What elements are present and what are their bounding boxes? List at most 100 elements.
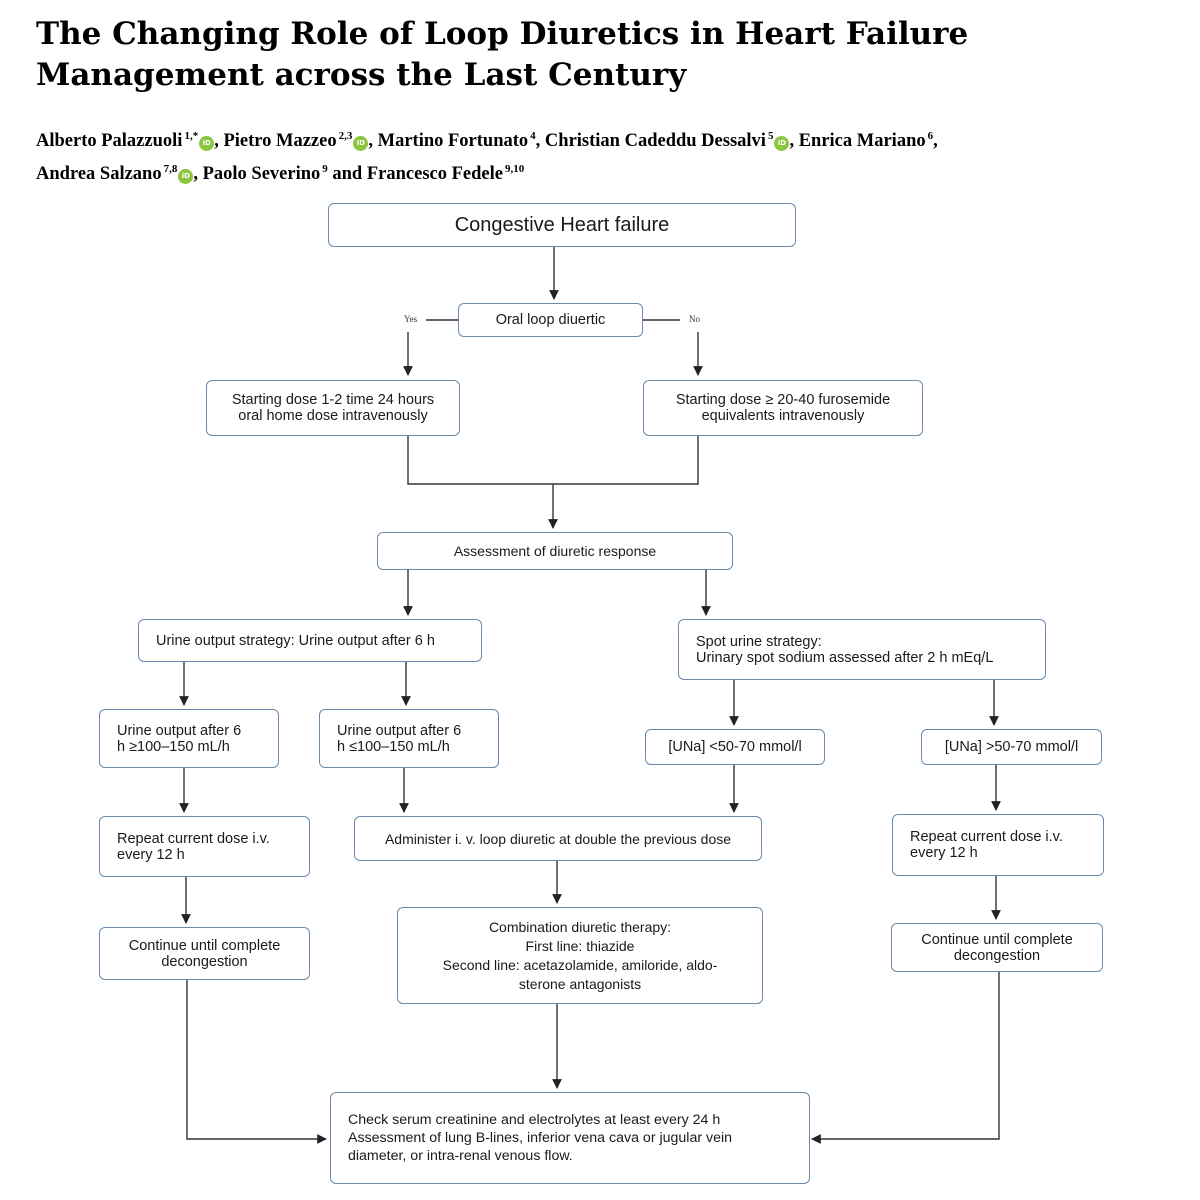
author-separator: , <box>214 131 224 151</box>
author-affiliation: 1,* <box>184 130 199 142</box>
combination-line-1: Combination diuretic therapy: <box>488 918 672 935</box>
urine-high-text: Urine output after 6 h ≥100–150 mL/h <box>117 723 278 755</box>
assessment-box: Assessment of diuretic response <box>377 532 733 570</box>
una-high-text: [UNa] >50-70 mmol/l <box>944 739 1079 755</box>
continue-right-text: Continue until complete decongestion <box>892 932 1102 964</box>
dose-no-text: Starting dose ≥ 20-40 furosemide equival… <box>644 392 922 424</box>
orcid-icon[interactable]: iD <box>774 136 790 151</box>
author-separator: , <box>933 131 938 151</box>
author-name: Francesco Fedele <box>366 164 503 184</box>
combination-text: Combination diuretic therapy: First line… <box>398 918 762 994</box>
author-separator: and <box>327 164 367 184</box>
spot-strategy-line-2: Urinary spot sodium assessed after 2 h m… <box>696 649 994 666</box>
starting-dose-yes-box: Starting dose 1-2 time 24 hours oral hom… <box>206 380 460 436</box>
orcid-icon[interactable]: iD <box>353 136 369 151</box>
continue-left-line-2: decongestion <box>161 953 248 970</box>
assessment-text: Assessment of diuretic response <box>453 543 657 559</box>
author-affiliation: 7,8 <box>163 163 178 175</box>
check-line-1: Check serum creatinine and electrolytes … <box>348 1112 721 1128</box>
no-label: No <box>689 314 700 324</box>
urine-low-line-2: h ≤100–150 mL/h <box>337 738 450 755</box>
spot-strategy-box: Spot urine strategy: Urinary spot sodium… <box>678 619 1046 680</box>
oral-loop-diuretic-box: Oral loop diuertic <box>458 303 643 337</box>
title-line-1: The Changing Role of Loop Diuretics in H… <box>36 16 969 52</box>
repeat-left-line-1: Repeat current dose i.v. <box>117 830 270 847</box>
orcid-icon[interactable]: iD <box>178 169 194 184</box>
oral-text: Oral loop diuertic <box>495 312 606 328</box>
author-name: Pietro Mazzeo <box>223 131 337 151</box>
urine-output-low-box: Urine output after 6 h ≤100–150 mL/h <box>319 709 499 768</box>
author-name: Enrica Mariano <box>798 131 926 151</box>
urine-low-line-1: Urine output after 6 <box>337 722 462 739</box>
congestive-heart-failure-box: Congestive Heart failure <box>328 203 796 247</box>
check-line-3: diameter, or intra-renal venous flow. <box>348 1148 573 1164</box>
author-affiliation: 2,3 <box>338 130 353 142</box>
combination-line-2: First line: thiazide <box>525 937 635 954</box>
double-dose-box: Administer i. v. loop diuretic at double… <box>354 816 762 861</box>
author-affiliation: 4 <box>530 130 536 142</box>
author-separator: , <box>368 131 378 151</box>
author-name: Martino Fortunato <box>377 131 529 151</box>
dose-no-line-1: Starting dose ≥ 20-40 furosemide <box>675 392 891 408</box>
urine-strategy-text: Urine output strategy: Urine output afte… <box>156 632 435 649</box>
spot-strategy-text: Spot urine strategy: Urinary spot sodium… <box>696 634 1045 666</box>
urine-high-line-1: Urine output after 6 <box>117 722 242 739</box>
starting-dose-no-box: Starting dose ≥ 20-40 furosemide equival… <box>643 380 923 436</box>
check-text: Check serum creatinine and electrolytes … <box>348 1111 809 1165</box>
una-high-box: [UNa] >50-70 mmol/l <box>921 729 1102 765</box>
orcid-icon[interactable]: iD <box>199 136 215 151</box>
arrow-continue-right-to-check <box>811 972 1000 1144</box>
author-affiliation: 9 <box>322 163 328 175</box>
continue-left-text: Continue until complete decongestion <box>100 938 309 970</box>
author-affiliation: 9,10 <box>504 163 525 175</box>
continue-right-line-1: Continue until complete <box>921 931 1073 948</box>
author-affiliation: 6 <box>927 130 934 142</box>
combination-line-3: Second line: acetazolamide, amiloride, a… <box>442 956 718 973</box>
combination-therapy-box: Combination diuretic therapy: First line… <box>397 907 763 1004</box>
line-merge-doses <box>407 436 699 485</box>
continue-left-box: Continue until complete decongestion <box>99 927 310 980</box>
combination-line-4: sterone antagonists <box>518 975 642 992</box>
repeat-left-line-2: every 12 h <box>117 846 185 863</box>
repeat-left-text: Repeat current dose i.v. every 12 h <box>117 831 309 863</box>
author-separator: , <box>193 164 203 184</box>
paper-title: The Changing Role of Loop Diuretics in H… <box>36 14 1176 96</box>
title-line-2: Management across the Last Century <box>36 57 687 93</box>
author-name: Alberto Palazzuoli <box>36 131 183 151</box>
dose-yes-line-1: Starting dose 1-2 time 24 hours <box>231 392 435 408</box>
repeat-dose-right-box: Repeat current dose i.v. every 12 h <box>892 814 1104 876</box>
author-name: Christian Cadeddu Dessalvi <box>544 131 766 151</box>
urine-output-high-box: Urine output after 6 h ≥100–150 mL/h <box>99 709 279 768</box>
continue-right-box: Continue until complete decongestion <box>891 923 1103 972</box>
continue-right-line-2: decongestion <box>953 947 1041 964</box>
una-low-text: [UNa] <50-70 mmol/l <box>668 739 802 755</box>
author-separator: , <box>789 131 799 151</box>
repeat-dose-left-box: Repeat current dose i.v. every 12 h <box>99 816 310 877</box>
urine-low-text: Urine output after 6 h ≤100–150 mL/h <box>337 723 498 755</box>
check-serum-box: Check serum creatinine and electrolytes … <box>330 1092 810 1184</box>
urine-high-line-2: h ≥100–150 mL/h <box>117 738 230 755</box>
urine-strategy-box: Urine output strategy: Urine output afte… <box>138 619 482 662</box>
una-low-box: [UNa] <50-70 mmol/l <box>645 729 825 765</box>
dose-yes-line-2: oral home dose intravenously <box>238 408 428 424</box>
continue-left-line-1: Continue until complete <box>128 937 281 954</box>
repeat-right-text: Repeat current dose i.v. every 12 h <box>910 829 1103 861</box>
dose-no-line-2: equivalents intravenously <box>701 408 865 424</box>
check-line-2: Assessment of lung B-lines, inferior ven… <box>348 1130 733 1146</box>
start-text: Congestive Heart failure <box>454 213 670 236</box>
author-affiliation: 5 <box>767 130 774 142</box>
dose-yes-text: Starting dose 1-2 time 24 hours oral hom… <box>207 392 459 424</box>
author-name: Paolo Severino <box>202 164 321 184</box>
author-name: Andrea Salzano <box>36 164 162 184</box>
repeat-right-line-2: every 12 h <box>910 845 978 861</box>
